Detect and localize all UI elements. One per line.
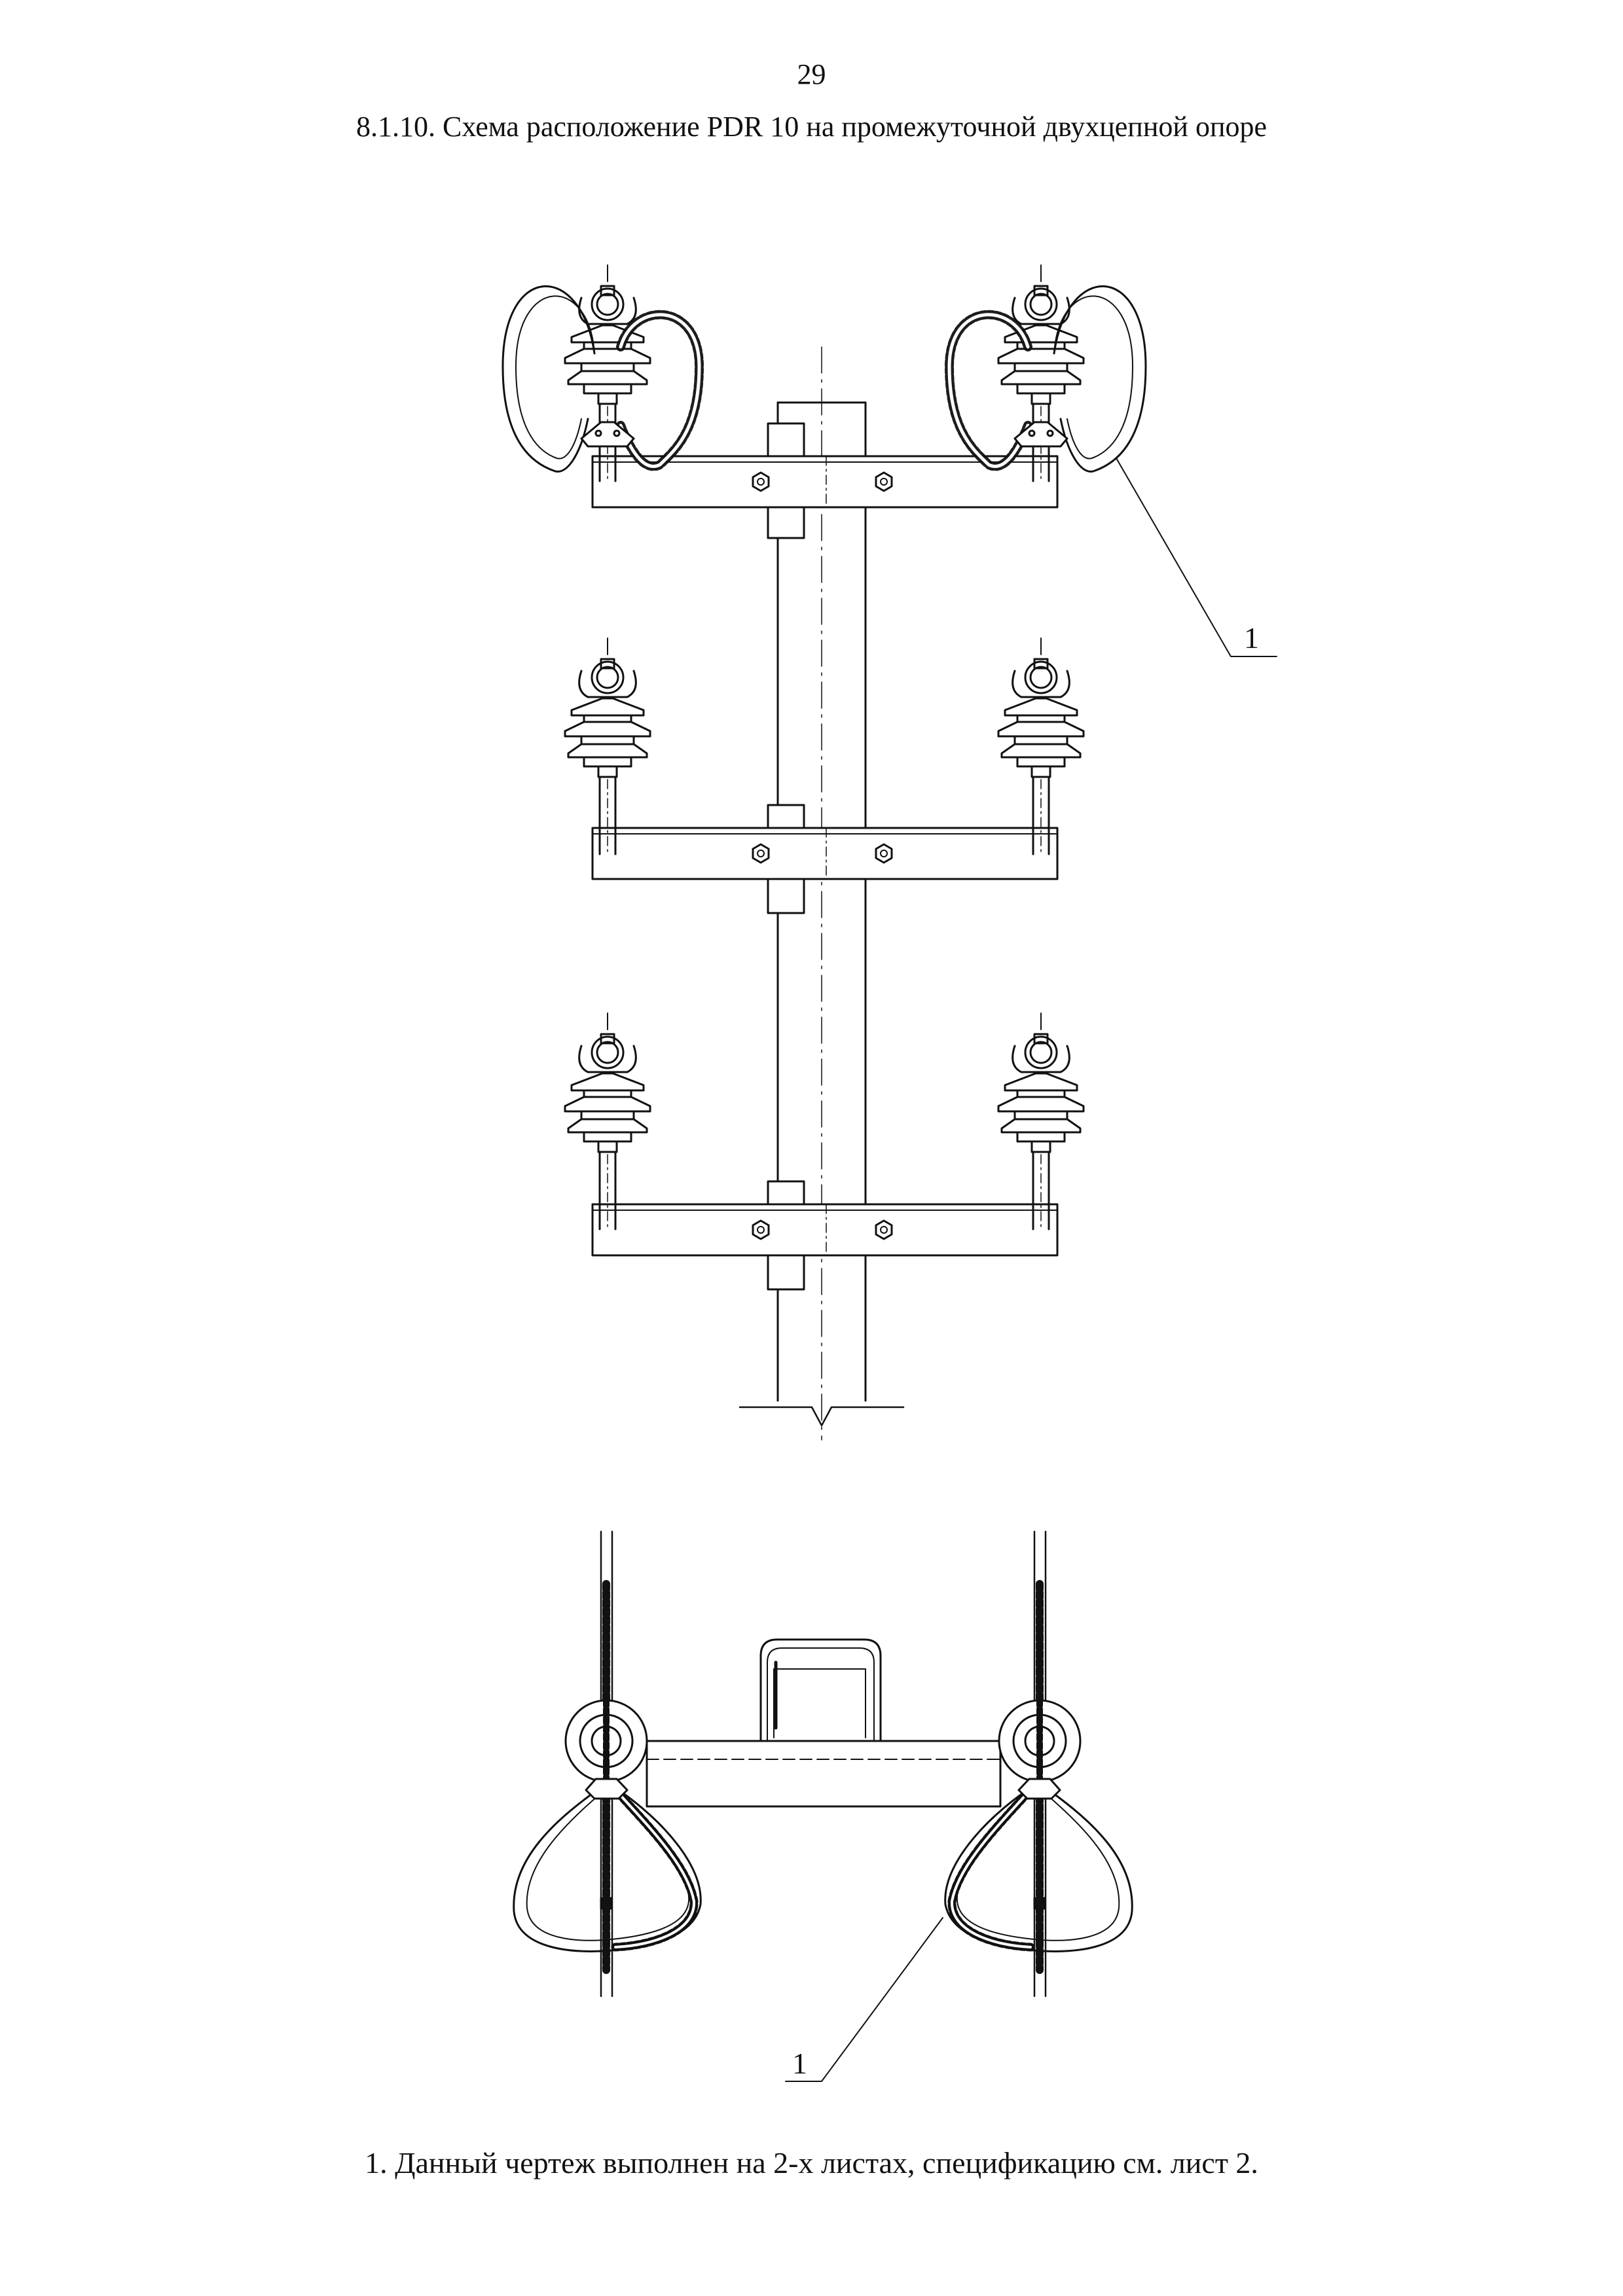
callout-label-plan: 1 [792,2047,807,2080]
callout-leader-elevation [1116,457,1277,657]
crossarm-middle [593,804,1057,914]
callout-label-elevation: 1 [1244,621,1259,655]
insulator-top-left [564,264,651,482]
pdr-top-right [949,286,1146,471]
crossarm-top [593,422,1057,539]
insulator-middle-right [997,637,1085,855]
pdr-top-left [503,286,699,471]
insulator-bottom-left [564,1012,651,1230]
insulator-top-right [997,264,1085,482]
plan-view [513,1530,1133,2082]
elevation-view [503,264,1277,1441]
crossarm-bottom [593,1180,1057,1291]
insulator-bottom-right [997,1012,1085,1230]
drawing-note: 1. Данный чертеж выполнен на 2-х листах,… [365,2146,1258,2179]
callout-leader-plan [785,1917,943,2082]
pole [739,346,905,1441]
page-number: 29 [797,58,826,90]
insulator-middle-left [564,637,651,855]
page-title: 8.1.10. Схема расположение PDR 10 на про… [356,111,1267,143]
